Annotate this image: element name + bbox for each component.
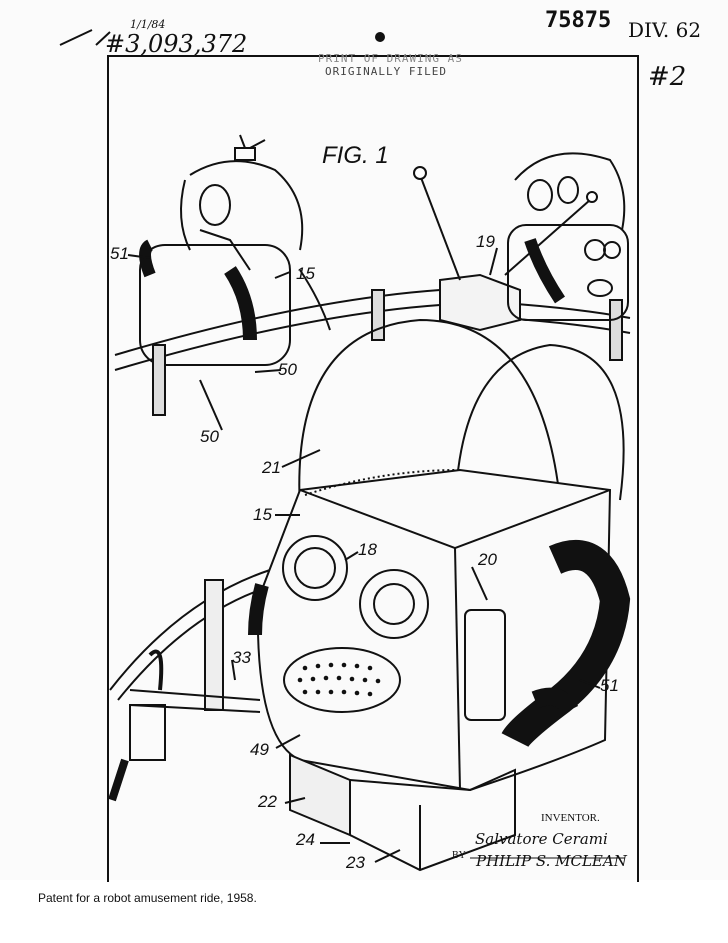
- punch-hole-dot: [375, 32, 385, 42]
- ref-label: 33: [232, 648, 251, 667]
- ref-label: 50: [278, 360, 297, 379]
- ref-label: 20: [478, 550, 497, 569]
- figure-title: FIG. 1: [322, 142, 389, 169]
- stamp-line-2: ORIGINALLY FILED: [325, 65, 447, 78]
- robot-ride-illustration: [59, 29, 631, 872]
- patent-drawing-sheet: #3,093,372 1/1/84 PRINT OF DRAWING AS OR…: [59, 8, 702, 882]
- ref-label: 22: [258, 792, 277, 811]
- ref-label: 15: [253, 505, 272, 524]
- stamp-line-1: PRINT OF DRAWING AS: [318, 52, 463, 65]
- ref-label: 49: [250, 740, 269, 759]
- drawing-border: [107, 55, 639, 882]
- division-mark: DIV. 62: [628, 18, 702, 42]
- image-caption: Patent for a robot amusement ride, 1958.: [38, 891, 257, 905]
- ref-label: 21: [262, 458, 281, 477]
- top-code: 75875: [545, 8, 612, 33]
- inventor-heading: INVENTOR.: [541, 812, 600, 824]
- scribble-note: 1/1/84: [130, 18, 166, 31]
- inventor-signature: Salvatore Cerami: [475, 830, 608, 848]
- ref-label: 18: [358, 540, 377, 559]
- patent-number: #3,093,372: [105, 30, 248, 58]
- ref-label: 23: [346, 853, 365, 872]
- by-label: BY: [452, 850, 466, 861]
- ref-label: 50: [200, 427, 219, 446]
- ref-label: 51: [110, 244, 129, 263]
- sheet-mark: #2: [648, 62, 687, 92]
- scribble-mark: [59, 29, 111, 46]
- ref-label: 15: [296, 264, 315, 283]
- ref-label: 19: [476, 232, 495, 251]
- ref-label: 51: [600, 676, 619, 695]
- ref-label: 24: [296, 830, 315, 849]
- attorney-name: PHILIP S. MCLEAN: [476, 852, 627, 870]
